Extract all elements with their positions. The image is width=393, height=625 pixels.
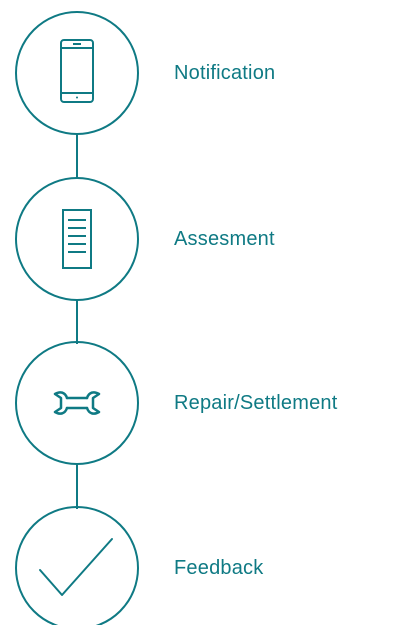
smartphone-icon: [60, 39, 94, 103]
step-label-feedback: Feedback: [174, 557, 264, 579]
step-label-notification: Notification: [174, 62, 276, 84]
step-label-repair-settlement: Repair/Settlement: [174, 392, 338, 414]
wrench-icon: [53, 391, 101, 415]
document-icon: [62, 209, 92, 269]
step-assesment: [15, 177, 139, 301]
step-circle: [15, 506, 139, 625]
step-label-assesment: Assesment: [174, 228, 275, 250]
step-circle: [15, 177, 139, 301]
step-circle: [15, 341, 139, 465]
checkmark-icon: [39, 538, 113, 596]
step-repair-settlement: [15, 341, 139, 465]
step-circle: [15, 11, 139, 135]
step-feedback: [15, 506, 139, 625]
step-notification: [15, 11, 139, 135]
